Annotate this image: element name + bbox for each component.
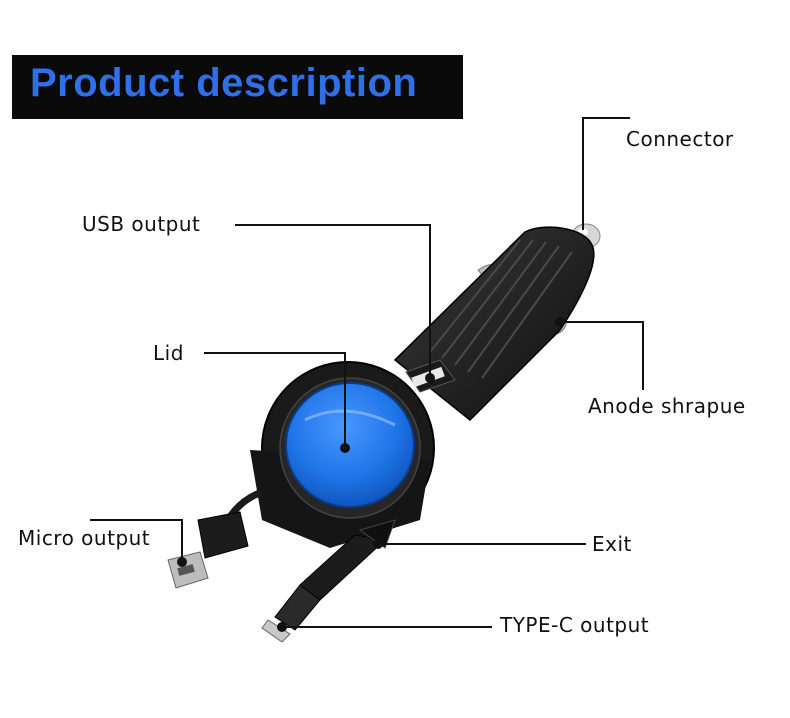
label-connector: Connector	[626, 127, 734, 151]
dot-exit	[373, 539, 383, 549]
leader-line-lid	[204, 352, 346, 448]
dot-usb-output	[425, 373, 435, 383]
leader-line-micro-output	[90, 519, 183, 562]
dot-micro-output	[177, 557, 187, 567]
leader-line-usb-output	[235, 224, 431, 378]
leader-lines	[90, 117, 644, 628]
dot-lid	[340, 443, 350, 453]
banner-title: Product description	[30, 61, 418, 105]
dot-type-c	[277, 622, 287, 632]
label-anode-shrapnel: Anode shrapue	[588, 394, 746, 418]
blue-lid	[285, 382, 415, 508]
label-lid: Lid	[153, 341, 184, 365]
leader-line-connector	[582, 117, 630, 230]
label-usb-output: USB output	[82, 212, 201, 236]
leader-line-anode	[560, 321, 644, 390]
cable-exit	[358, 519, 396, 549]
title-banner: Product description	[12, 55, 463, 119]
leader-dots	[177, 317, 565, 632]
label-micro-output: Micro output	[18, 526, 151, 550]
label-type-c-output: TYPE-C output	[500, 613, 650, 637]
body-ridges	[429, 239, 573, 379]
label-exit: Exit	[592, 532, 632, 556]
dot-anode	[555, 317, 565, 327]
